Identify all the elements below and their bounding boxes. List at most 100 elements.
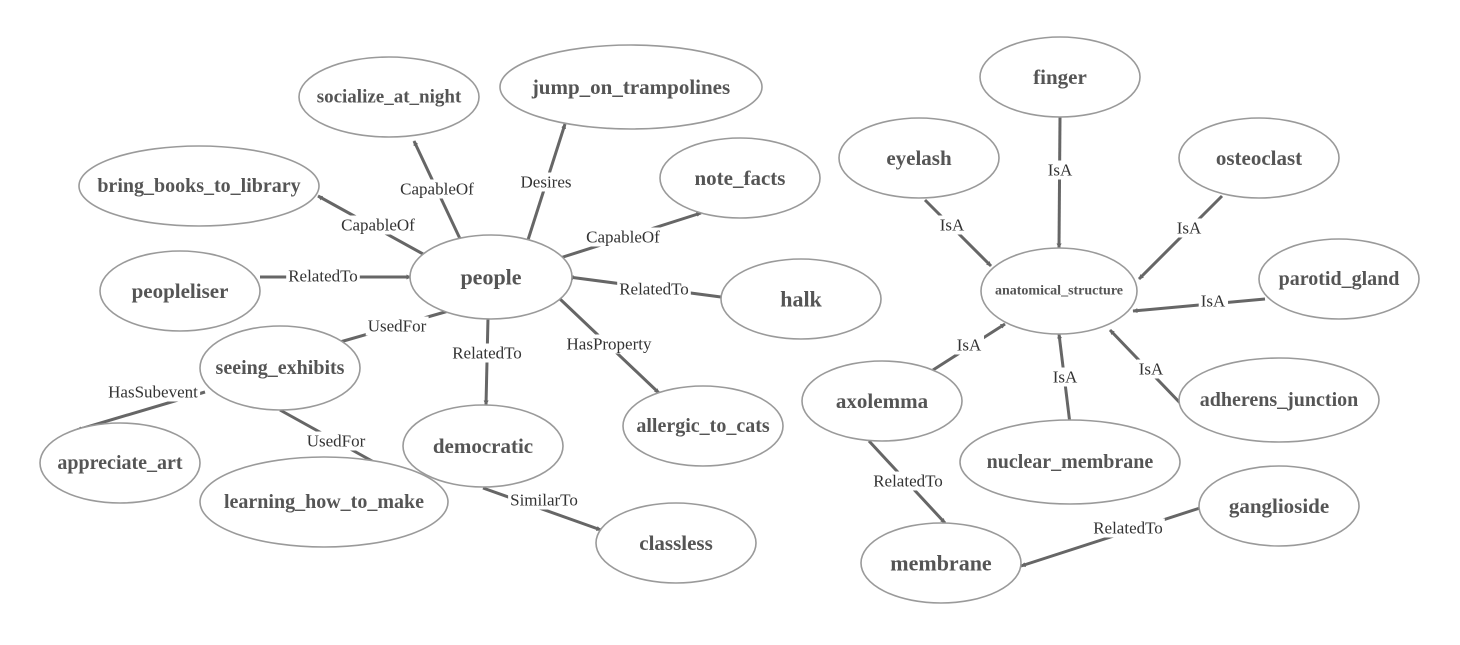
node-membrane: membrane [860, 522, 1022, 604]
edge-label-group: CapableOf [339, 215, 418, 235]
node-ellipse [979, 36, 1141, 118]
node-label: osteoclast [1216, 146, 1302, 170]
node-learning-how-to-make: learning_how_to_make [199, 456, 449, 548]
node-nuclear-membrane: nuclear_membrane [959, 419, 1181, 505]
node-classless: classless [595, 502, 757, 584]
node-label: eyelash [886, 146, 952, 170]
edge-label-group: RelatedTo [617, 279, 691, 299]
node-adherens-junction: adherens_junction [1178, 357, 1380, 443]
edge-label-group: IsA [1198, 291, 1228, 311]
edge-label: IsA [940, 216, 965, 235]
node-label: socialize_at_night [317, 87, 462, 108]
node-osteoclast: osteoclast [1178, 117, 1340, 199]
edge-label: IsA [1177, 219, 1202, 238]
edge-label-background [1198, 291, 1228, 311]
node-ellipse [801, 360, 963, 442]
edge-label: CapableOf [400, 180, 474, 199]
node-label: ganglioside [1229, 494, 1329, 518]
node-ellipse [720, 258, 882, 340]
edge-label: IsA [957, 336, 982, 355]
edge-label-group: CapableOf [584, 227, 663, 247]
node-ellipse [99, 250, 261, 332]
edge-label-background [106, 382, 201, 402]
node-ellipse [1198, 465, 1360, 547]
node-label: classless [639, 531, 713, 555]
node-appreciate-art: appreciate_art [39, 422, 201, 504]
edge-label-background [286, 266, 360, 286]
edge-label-background [584, 227, 663, 247]
edge-label-background [564, 334, 654, 354]
edge-label: IsA [1048, 161, 1073, 180]
edge-label: IsA [1053, 368, 1078, 387]
node-ellipse [298, 56, 480, 138]
edge-label: UsedFor [368, 317, 427, 336]
node-ellipse [199, 456, 449, 548]
edge-label-group: CapableOf [398, 179, 477, 199]
node-label: appreciate_art [57, 452, 182, 474]
node-people: people [409, 234, 573, 320]
node-ellipse [1178, 117, 1340, 199]
node-label: peopleliser [132, 279, 229, 303]
node-label: people [460, 265, 521, 290]
edge-label-background [937, 215, 967, 235]
edge-label-background [871, 471, 945, 491]
edge-label-group: IsA [937, 215, 967, 235]
edge-label: RelatedTo [619, 280, 689, 299]
edge-label: RelatedTo [873, 472, 943, 491]
edge-label-background [339, 215, 418, 235]
edge-label: RelatedTo [1093, 519, 1163, 538]
node-ellipse [959, 419, 1181, 505]
edge-label-group: RelatedTo [450, 343, 524, 363]
node-ellipse [838, 117, 1000, 199]
node-halk: halk [720, 258, 882, 340]
node-ellipse [199, 325, 361, 411]
node-seeing-exhibits: seeing_exhibits [199, 325, 361, 411]
edge-label-background [508, 490, 580, 510]
edge-label: HasSubevent [108, 383, 198, 402]
edge-label-group: HasProperty [564, 334, 654, 354]
edge-label-group: IsA [1050, 367, 1080, 387]
edge-label-background [398, 179, 477, 199]
edge-label-group: RelatedTo [1091, 518, 1165, 538]
edge-label: Desires [521, 173, 572, 192]
edge-label-group: IsA [1136, 359, 1166, 379]
node-peopleliser: peopleliser [99, 250, 261, 332]
node-ellipse [595, 502, 757, 584]
node-label: parotid_gland [1279, 268, 1400, 290]
edge-label: RelatedTo [288, 267, 358, 286]
edge-label: IsA [1201, 292, 1226, 311]
node-eyelash: eyelash [838, 117, 1000, 199]
edge-label: HasProperty [567, 335, 652, 354]
node-ellipse [622, 385, 784, 467]
node-ganglioside: ganglioside [1198, 465, 1360, 547]
edge-label: IsA [1139, 360, 1164, 379]
edge-label-group: Desires [518, 172, 574, 192]
node-label: halk [780, 287, 822, 312]
edge-label-background [365, 316, 429, 336]
node-label: seeing_exhibits [216, 357, 345, 379]
edge-label-group: SimilarTo [508, 490, 580, 510]
node-ellipse [39, 422, 201, 504]
node-parotid-gland: parotid_gland [1258, 238, 1420, 320]
node-ellipse [980, 247, 1138, 335]
node-ellipse [1258, 238, 1420, 320]
edge-label: SimilarTo [510, 491, 578, 510]
node-label: membrane [890, 551, 992, 576]
node-note-facts: note_facts [659, 137, 821, 219]
edge-label-group: UsedFor [365, 316, 429, 336]
edge-label-group: HasSubevent [106, 382, 201, 402]
edge-label: CapableOf [586, 228, 660, 247]
node-label: jump_on_trampolines [531, 75, 730, 99]
edge-label: CapableOf [341, 216, 415, 235]
edge-label-background [1174, 218, 1204, 238]
node-bring-books-to-library: bring_books_to_library [78, 145, 320, 227]
node-label: adherens_junction [1200, 389, 1359, 411]
edge-label-background [304, 431, 368, 451]
node-label: democratic [433, 434, 533, 458]
node-ellipse [402, 404, 564, 488]
edge-label-background [450, 343, 524, 363]
edge-label: RelatedTo [452, 344, 522, 363]
node-label: learning_how_to_make [224, 491, 424, 513]
